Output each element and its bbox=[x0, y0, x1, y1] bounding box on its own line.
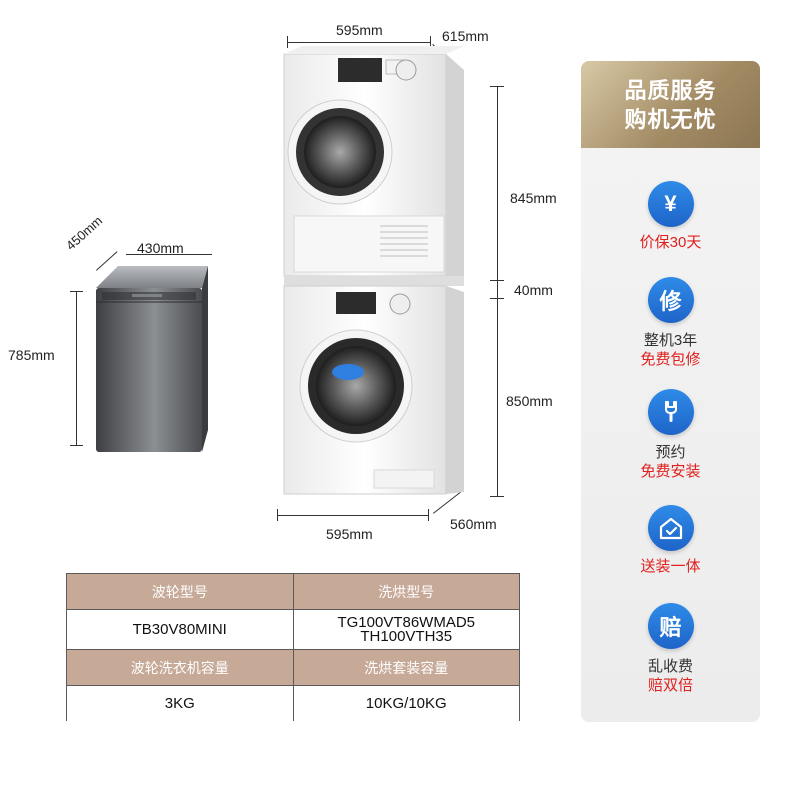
top-depth-label: 615mm bbox=[442, 28, 489, 44]
yen-icon: ¥ bbox=[647, 181, 694, 227]
top-width-tick-right bbox=[430, 36, 431, 48]
small-height-label: 785mm bbox=[8, 347, 55, 363]
top-width-label: 595mm bbox=[336, 22, 383, 38]
height-tick-mid2 bbox=[490, 298, 504, 299]
bottom-width-tick-left bbox=[277, 509, 278, 521]
dryer-height-label: 845mm bbox=[510, 190, 557, 206]
height-tick-mid1 bbox=[490, 280, 504, 281]
set-model-line-2: TH100VTH35 bbox=[360, 627, 453, 645]
service-price-protect-label: 价保30天 bbox=[639, 234, 702, 251]
height-tick-bottom bbox=[490, 496, 504, 497]
set-model-line-1: TG100VT86WMAD5 bbox=[337, 613, 476, 631]
small-width-line bbox=[126, 254, 212, 255]
table-cell-washer-model: TB30V80MINI bbox=[67, 610, 294, 649]
house-glyph bbox=[659, 517, 682, 540]
service-header: 品质服务 购机无忧 bbox=[581, 61, 760, 148]
service-item-compensate: 赔 乱收费 赔双倍 bbox=[581, 603, 760, 695]
repair-icon: 修 bbox=[647, 277, 694, 323]
table-cell-washer-capacity: 3KG bbox=[67, 686, 294, 721]
service-warranty-line-2: 免费包修 bbox=[640, 351, 701, 368]
service-item-warranty: 修 整机3年 免费包修 bbox=[581, 277, 760, 369]
bottom-width-tick-right bbox=[428, 509, 429, 521]
gap-height-label: 40mm bbox=[514, 282, 553, 298]
service-title-line-1: 品质服务 bbox=[624, 77, 717, 103]
service-title-line-2: 购机无忧 bbox=[624, 106, 717, 132]
table-cell-set-model: TG100VT86WMAD5 TH100VTH35 bbox=[293, 610, 519, 649]
wrench-icon bbox=[647, 389, 694, 435]
service-compensate-line-2: 赔双倍 bbox=[647, 677, 693, 694]
service-install-line-2: 免费安装 bbox=[640, 463, 701, 480]
bottom-depth-label: 560mm bbox=[450, 516, 497, 532]
table-header-set-capacity: 洗烘套装容量 bbox=[293, 650, 519, 685]
service-warranty-line-1: 整机3年 bbox=[643, 332, 698, 349]
table-header-set-model: 洗烘型号 bbox=[293, 574, 519, 609]
service-delivery-label: 送装一体 bbox=[640, 558, 701, 575]
small-width-label: 430mm bbox=[137, 240, 184, 256]
small-height-tick-bottom bbox=[70, 445, 83, 446]
service-item-install: 预约 免费安装 bbox=[581, 389, 760, 481]
washer-height-label: 850mm bbox=[506, 393, 553, 409]
small-height-tick-top bbox=[70, 291, 83, 292]
small-height-line bbox=[76, 291, 77, 445]
table-header-washer-model: 波轮型号 bbox=[67, 574, 294, 609]
wrench-glyph bbox=[664, 401, 677, 422]
small-depth-label: 450mm bbox=[62, 212, 106, 254]
table-row-capacity: 3KG 10KG/10KG bbox=[67, 686, 519, 721]
house-delivery-icon bbox=[647, 505, 694, 551]
spec-table: 波轮型号 洗烘型号 TB30V80MINI TG100VT86WMAD5 TH1… bbox=[66, 573, 520, 721]
service-item-price-protect: ¥ 价保30天 bbox=[581, 181, 760, 252]
height-line bbox=[497, 86, 498, 496]
service-panel: 品质服务 购机无忧 ¥ 价保30天 修 整机3年 免费包修 预约 免费安装 送装… bbox=[581, 61, 760, 722]
table-cell-set-capacity: 10KG/10KG bbox=[293, 686, 519, 721]
top-load-washer-illustration bbox=[96, 266, 208, 452]
compensate-icon: 赔 bbox=[647, 603, 694, 649]
top-width-tick-left bbox=[287, 36, 288, 48]
top-width-line bbox=[287, 42, 430, 43]
table-header-row-2: 波轮洗衣机容量 洗烘套装容量 bbox=[67, 650, 519, 686]
service-item-delivery: 送装一体 bbox=[581, 505, 760, 576]
service-compensate-line-1: 乱收费 bbox=[647, 658, 693, 675]
bottom-width-line bbox=[277, 515, 428, 516]
stacked-washer-dryer-illustration bbox=[283, 46, 464, 495]
table-header-row-1: 波轮型号 洗烘型号 bbox=[67, 574, 519, 610]
table-header-washer-capacity: 波轮洗衣机容量 bbox=[67, 650, 294, 685]
table-row-models: TB30V80MINI TG100VT86WMAD5 TH100VTH35 bbox=[67, 610, 519, 650]
bottom-width-label: 595mm bbox=[326, 526, 373, 542]
service-install-line-1: 预约 bbox=[655, 444, 686, 461]
height-tick-top bbox=[490, 86, 504, 87]
